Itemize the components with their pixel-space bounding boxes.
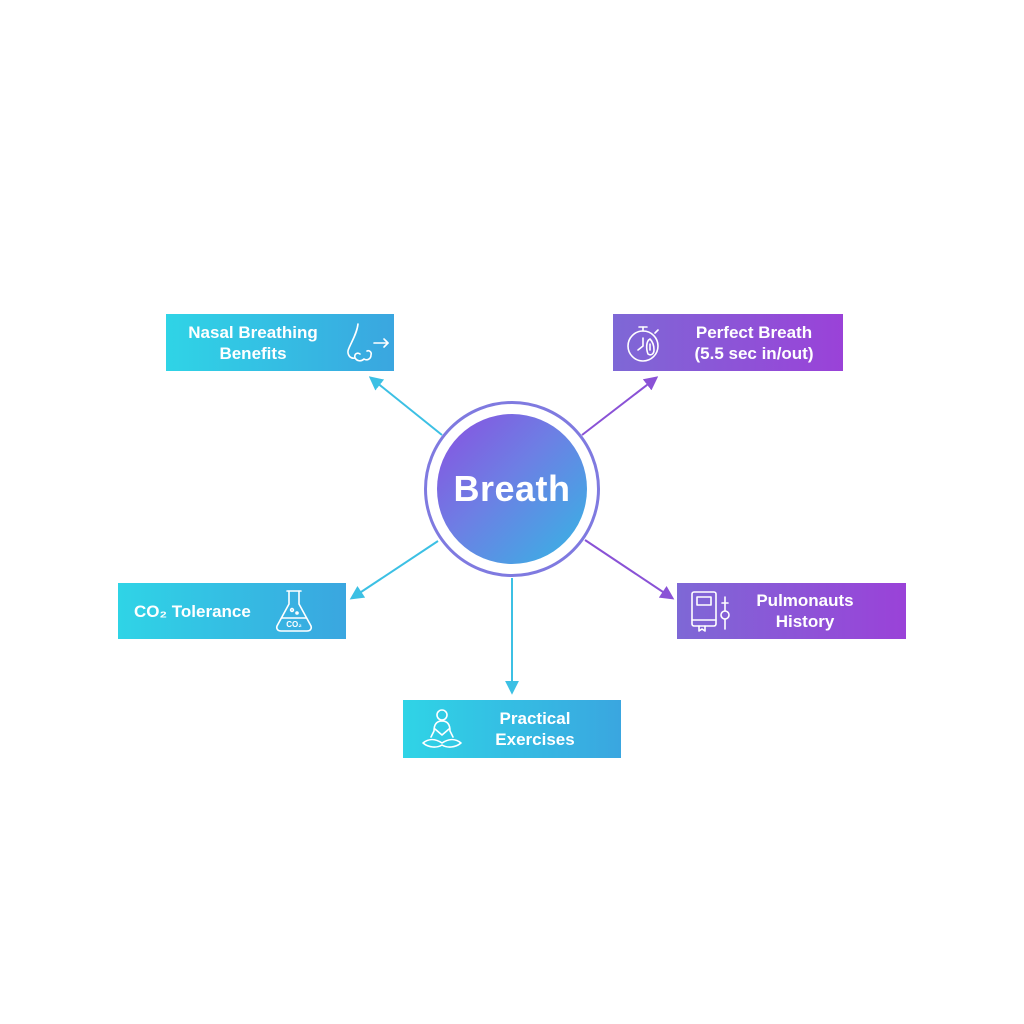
meditation-icon <box>422 709 462 748</box>
stopwatch-lungs-icon <box>627 325 659 362</box>
node-perfect-breath-label: Perfect Breath (5.5 sec in/out) <box>694 322 814 363</box>
book-history-icon <box>691 591 730 632</box>
central-node: Breath <box>424 401 600 577</box>
node-co2-tolerance: CO₂ Tolerance CO₂ <box>118 583 346 639</box>
node-pulmonauts-history: Pulmonauts History <box>677 583 906 639</box>
link-perfect <box>581 376 659 436</box>
flask-co2-icon: CO₂ <box>275 590 312 632</box>
central-node-fill: Breath <box>437 414 587 564</box>
link-nasal <box>368 376 443 436</box>
node-nasal-breathing: Nasal Breathing Benefits <box>166 314 394 371</box>
node-pulmonauts-history-label: Pulmonauts History <box>756 591 854 631</box>
node-co2-tolerance-label: CO₂ Tolerance <box>134 601 251 621</box>
node-practical-exercises: Practical Exercises <box>403 700 621 758</box>
central-node-label: Breath <box>453 468 571 509</box>
link-co2 <box>349 540 439 600</box>
node-practical-exercises-label: Practical Exercises <box>495 709 575 749</box>
node-perfect-breath: Perfect Breath (5.5 sec in/out) <box>613 314 843 371</box>
node-nasal-breathing-label: Nasal Breathing Benefits <box>188 322 318 363</box>
flask-co2-icon-text: CO₂ <box>286 620 302 629</box>
link-pulmonauts <box>584 539 675 600</box>
nose-arrow-icon <box>347 322 389 362</box>
